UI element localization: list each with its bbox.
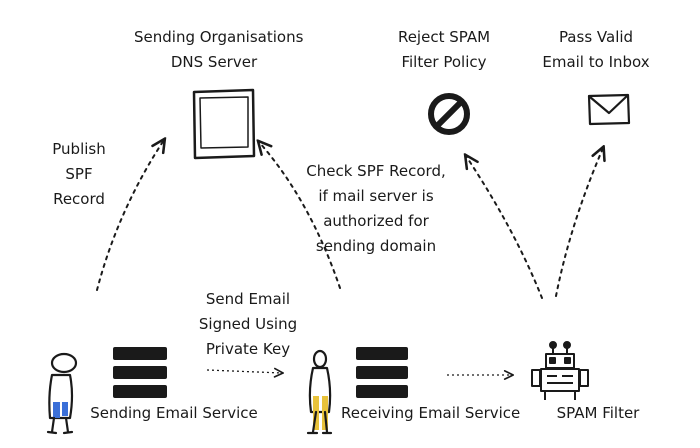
prohibited-icon: [428, 93, 470, 135]
check-label-line3: authorized for: [323, 212, 429, 230]
check-spf-label: Check SPF Record, if mail server is auth…: [298, 159, 454, 259]
sending-server-stack-icon: [113, 347, 167, 398]
dns-server-label: Sending Organisations DNS Server: [134, 25, 304, 75]
check-label-line2: if mail server is: [318, 187, 434, 205]
pass-valid-label: Pass Valid Email to Inbox: [538, 25, 654, 75]
send-email-label-line1: Send Email: [205, 290, 291, 308]
dns-server-icon: [192, 88, 256, 160]
dns-server-label-line1: Sending Organisations: [134, 28, 304, 46]
publish-label-line3: Record: [53, 190, 105, 208]
arrow-check-spf: [259, 142, 341, 289]
publish-label-line2: SPF: [65, 165, 93, 183]
send-email-label-line3: Private Key: [205, 340, 291, 358]
robot-icon: [531, 341, 589, 400]
arrow-pass: [555, 148, 603, 297]
sending-person-icon: [46, 352, 78, 435]
reject-policy-label: Reject SPAM Filter Policy: [384, 25, 504, 75]
publish-spf-label: Publish SPF Record: [40, 137, 118, 212]
receiving-server-stack-icon: [356, 347, 408, 398]
reject-label-line1: Reject SPAM: [397, 28, 491, 46]
send-email-label-line2: Signed Using: [198, 315, 298, 333]
receiving-service-label: Receiving Email Service: [341, 404, 521, 422]
arrows-horizontal: [206, 370, 512, 375]
reject-label-line2: Filter Policy: [401, 53, 487, 71]
send-email-label: Send Email Signed Using Private Key: [198, 287, 298, 362]
publish-label-line1: Publish: [52, 140, 106, 158]
arrow-send-email: [206, 370, 282, 373]
receiving-person-icon: [306, 349, 333, 435]
arrow-publish-spf: [96, 140, 164, 291]
spam-filter-label: SPAM Filter: [556, 404, 640, 422]
check-label-line1: Check SPF Record,: [306, 162, 446, 180]
arrow-reject: [466, 156, 543, 299]
pass-label-line1: Pass Valid: [558, 28, 634, 46]
check-label-line4: sending domain: [315, 237, 437, 255]
envelope-icon: [587, 93, 631, 126]
arrows: [96, 140, 603, 299]
pass-label-line2: Email to Inbox: [542, 53, 650, 71]
dns-server-label-line2: DNS Server: [170, 53, 258, 71]
sending-service-label: Sending Email Service: [90, 404, 258, 422]
